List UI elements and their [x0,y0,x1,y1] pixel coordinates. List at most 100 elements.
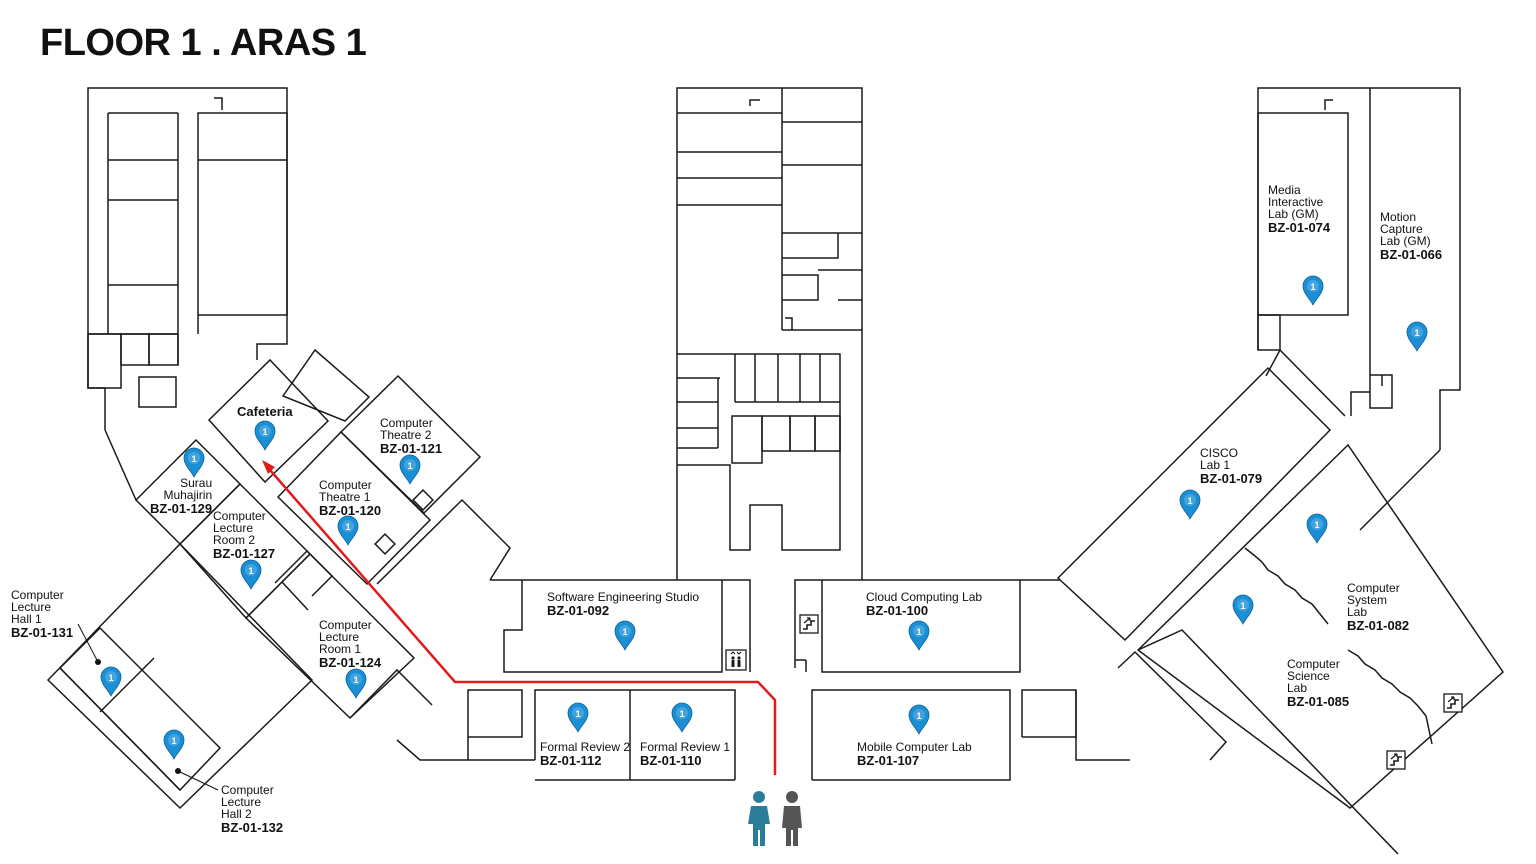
room-label-surau[interactable]: Surau Muhajirin BZ-01-129 [150,477,212,515]
entrance-people-icon [748,791,802,846]
left-wing-walls [46,87,535,810]
pin-label: 1 [1187,496,1192,506]
pin-label: 1 [1314,520,1319,530]
location-pin-icon[interactable]: 1 [908,620,930,651]
location-pin-icon[interactable]: 1 [1302,275,1324,306]
right-wing-walls [1056,87,1504,855]
room-code: BZ-01-082 [1347,618,1410,633]
room-name: Computer Lecture Room 1 [319,618,372,656]
room-name: Computer Theatre 2 [380,416,433,442]
room-code: BZ-01-121 [380,441,443,456]
room-code: BZ-01-129 [150,501,213,516]
room-label-computer-theatre-1[interactable]: Computer Theatre 1 BZ-01-120 [319,479,381,517]
room-name: CISCO Lab 1 [1200,446,1239,472]
room-label-formal-review-1[interactable]: Formal Review 1 BZ-01-110 [640,741,730,767]
room-label-cafeteria[interactable]: Cafeteria [237,404,293,419]
location-pin-icon[interactable]: 1 [1406,321,1428,352]
location-pin-icon[interactable]: 1 [671,702,693,733]
stairs-icon [1443,693,1463,713]
pin-label: 1 [622,627,627,637]
room-label-computer-theatre-2[interactable]: Computer Theatre 2 BZ-01-121 [380,417,442,455]
room-code: BZ-01-092 [547,603,610,618]
room-code: BZ-01-074 [1268,220,1331,235]
location-pin-icon[interactable]: 1 [163,729,185,760]
pin-label: 1 [345,522,350,532]
room-label-software-engineering-studio[interactable]: Software Engineering Studio BZ-01-092 [547,591,699,617]
room-name: Computer Lecture Room 2 [213,509,266,547]
pin-label: 1 [248,566,253,576]
location-pin-icon[interactable]: 1 [183,447,205,478]
location-pin-icon[interactable]: 1 [240,559,262,590]
room-label-media-interactive-lab[interactable]: Media Interactive Lab (GM) BZ-01-074 [1268,184,1330,234]
location-pin-icon[interactable]: 1 [399,454,421,485]
location-pin-icon[interactable]: 1 [908,704,930,735]
room-name: Computer Theatre 1 [319,478,372,504]
stairs-icon [1386,750,1406,770]
room-name: Formal Review 2 [540,740,631,754]
pin-label: 1 [1310,282,1315,292]
room-label-formal-review-2[interactable]: Formal Review 2 BZ-01-112 [540,741,630,767]
leader-line [177,770,219,791]
pin-label: 1 [171,736,176,746]
room-name: Media Interactive Lab (GM) [1268,183,1324,221]
room-code: BZ-01-124 [319,655,382,670]
room-label-computer-system-lab[interactable]: Computer System Lab BZ-01-082 [1347,582,1409,632]
pin-label: 1 [916,711,921,721]
room-code: BZ-01-131 [11,625,74,640]
room-code: BZ-01-110 [640,753,702,768]
pin-label: 1 [1240,601,1245,611]
room-code: BZ-01-112 [540,753,602,768]
pin-label: 1 [1414,328,1419,338]
pin-label: 1 [262,427,267,437]
location-pin-icon[interactable]: 1 [1179,489,1201,520]
location-pin-icon[interactable]: 1 [254,420,276,451]
room-name: Cafeteria [237,404,293,419]
room-label-computer-science-lab[interactable]: Computer Science Lab BZ-01-085 [1287,658,1349,708]
room-code: BZ-01-100 [866,603,929,618]
location-pin-icon[interactable]: 1 [1232,594,1254,625]
location-pin-icon[interactable]: 1 [337,515,359,546]
room-code: BZ-01-127 [213,546,276,561]
room-name: Motion Capture Lab (GM) [1380,210,1431,248]
room-label-mobile-computer-lab[interactable]: Mobile Computer Lab BZ-01-107 [857,741,972,767]
room-name: Software Engineering Studio [547,590,700,604]
room-code: BZ-01-079 [1200,471,1263,486]
room-name: Computer Lecture Hall 1 [11,588,64,626]
lift-icon [725,649,747,671]
pin-label: 1 [108,673,113,683]
room-label-cloud-computing-lab[interactable]: Cloud Computing Lab BZ-01-100 [866,591,982,617]
room-label-motion-capture-lab[interactable]: Motion Capture Lab (GM) BZ-01-066 [1380,211,1442,261]
centre-block-walls [467,87,1130,781]
room-name: Mobile Computer Lab [857,740,972,754]
room-label-cisco-lab-1[interactable]: CISCO Lab 1 BZ-01-079 [1200,447,1262,485]
pin-label: 1 [575,709,580,719]
location-pin-icon[interactable]: 1 [567,702,589,733]
location-pin-icon[interactable]: 1 [614,620,636,651]
room-label-computer-lecture-hall-1[interactable]: Computer Lecture Hall 1 BZ-01-131 [11,589,73,639]
room-code: BZ-01-132 [221,820,284,835]
room-label-computer-lecture-room-1[interactable]: Computer Lecture Room 1 BZ-01-124 [319,619,381,669]
location-pin-icon[interactable]: 1 [100,666,122,697]
room-label-computer-lecture-room-2[interactable]: Computer Lecture Room 2 BZ-01-127 [213,510,275,560]
stairs-icon [799,614,819,634]
room-label-computer-lecture-hall-2[interactable]: Computer Lecture Hall 2 BZ-01-132 [221,784,283,834]
room-name: Computer System Lab [1347,581,1400,619]
pin-label: 1 [407,461,412,471]
pin-label: 1 [916,627,921,637]
pin-label: 1 [191,454,196,464]
page-title: FLOOR 1 . ARAS 1 [40,22,367,64]
location-pin-icon[interactable]: 1 [1306,513,1328,544]
room-name: Computer Lecture Hall 2 [221,783,274,821]
leader-line [77,623,99,663]
room-name: Cloud Computing Lab [866,590,983,604]
location-pin-icon[interactable]: 1 [345,668,367,699]
room-name: Surau Muhajirin [163,476,213,502]
room-code: BZ-01-107 [857,753,920,768]
pin-label: 1 [353,675,358,685]
room-name: Computer Science Lab [1287,657,1340,695]
pin-label: 1 [679,709,684,719]
room-code: BZ-01-085 [1287,694,1350,709]
room-code: BZ-01-066 [1380,247,1443,262]
room-name: Formal Review 1 [640,740,731,754]
